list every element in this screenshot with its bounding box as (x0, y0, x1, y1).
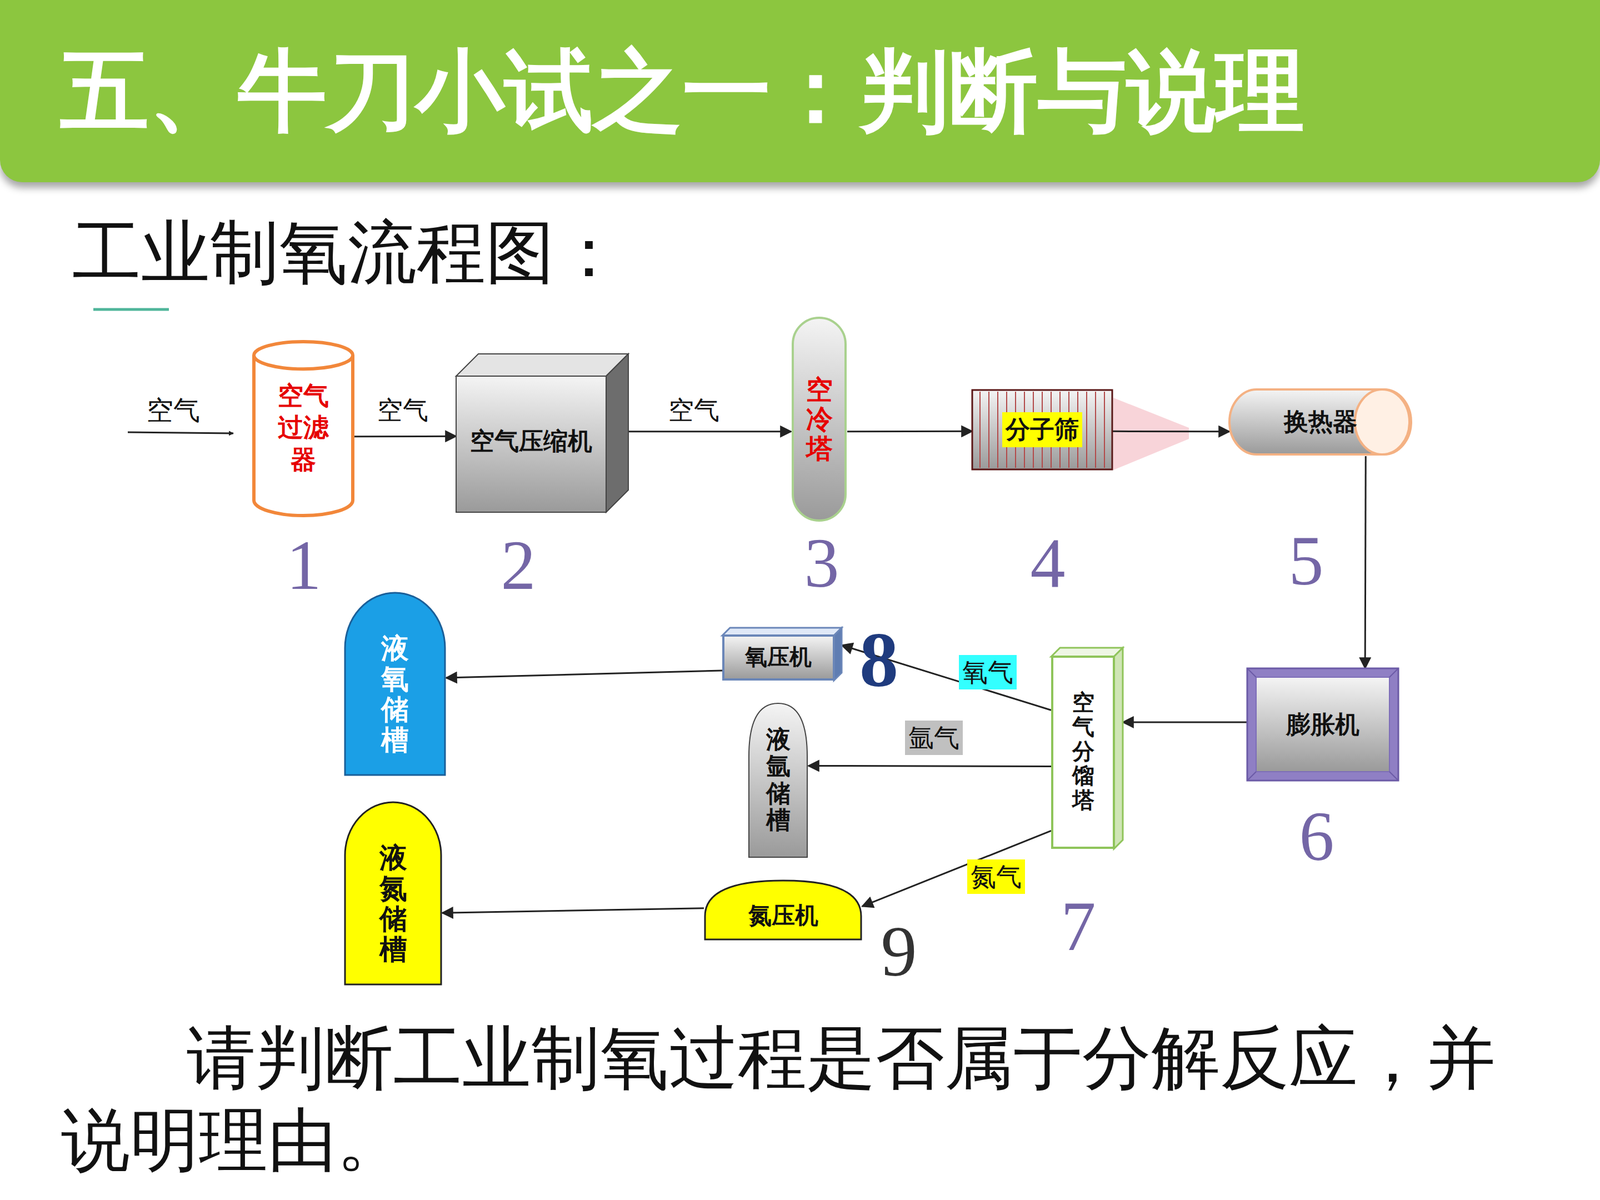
shape-part (1247, 771, 1257, 781)
label-stack: 氧压机 (745, 641, 812, 673)
process-unit: 空冷塔 (791, 316, 848, 523)
process-unit: 空气压缩机 (456, 353, 629, 513)
flow-arrow (446, 670, 723, 678)
process-unit: 氧压机 (722, 627, 842, 681)
label-stack: 氮压机 (748, 900, 819, 932)
process-unit: 液氩储槽 (747, 702, 809, 858)
unit-label: 液氮储槽 (379, 842, 408, 965)
process-unit: 换热器 (1229, 387, 1412, 457)
shape-part (722, 627, 842, 636)
edge-label: 空气 (373, 392, 432, 428)
shape-part (1051, 647, 1123, 657)
label-stack: 膨胀机 (1286, 708, 1360, 742)
edge-label: 氩气 (905, 720, 963, 755)
shape-part (1256, 677, 1390, 772)
process-unit: 空气过滤器 (252, 340, 355, 516)
flow-label: 空气 (146, 396, 200, 424)
callout-number: 1 (286, 530, 322, 601)
shape-part (988, 391, 990, 468)
unit-label: 液氧储槽 (381, 633, 409, 756)
shape-part (1247, 668, 1257, 678)
shape-part (253, 341, 353, 369)
edge-label: 氧气 (958, 655, 1017, 690)
page-title: 五、牛刀小试之一：判断与说理 (60, 46, 1305, 136)
unit-label: 液氩储槽 (766, 726, 791, 834)
shape-part (705, 880, 862, 940)
unit-label: 空气分馏塔 (1072, 690, 1095, 813)
process-unit: 氮压机 (703, 879, 863, 941)
label-stack: 液氧储槽 (381, 633, 409, 756)
flow-arrow (862, 830, 1052, 907)
shape-part (979, 391, 981, 468)
shape-part (792, 317, 846, 521)
sub-underline (93, 308, 169, 312)
flow-arrow (1122, 721, 1248, 723)
process-unit: 空气分馏塔 (1051, 647, 1123, 849)
unit-label: 空冷塔 (806, 375, 833, 463)
callout-number: 6 (1299, 801, 1335, 872)
shape-part (345, 592, 445, 775)
callout-number: 4 (1030, 528, 1066, 599)
edge-label: 空气 (665, 392, 723, 428)
shape-part (1103, 391, 1105, 468)
flow-arrow (808, 765, 1052, 767)
process-unit: 膨胀机 (1247, 668, 1399, 781)
edge-label: 氮气 (967, 859, 1025, 894)
shape-part (972, 390, 1113, 470)
shape-part (997, 391, 999, 468)
process-unit: 液氧储槽 (343, 591, 447, 775)
sieve-shadow (1113, 397, 1189, 470)
flow-arrow (354, 435, 457, 438)
sub-heading: 工业制氧流程图： (72, 217, 624, 287)
shape-part (1229, 389, 1412, 455)
unit-label: 分子筛 (1002, 412, 1083, 448)
process-unit: 分子筛 (972, 390, 1113, 470)
callout-number: 2 (501, 530, 537, 601)
shape-part (748, 703, 808, 858)
unit-label: 膨胀机 (1286, 708, 1360, 742)
callout-number: 5 (1288, 526, 1324, 597)
air-inlet-line (127, 432, 234, 434)
label-stack: 空气压缩机 (470, 425, 593, 458)
unit-label: 氮压机 (748, 900, 819, 932)
shape-part (606, 353, 629, 513)
unit-label: 空气过滤器 (276, 380, 331, 477)
question-text: 请判断工业制氧过程是否属于分解反应，并说明理由。 (61, 1016, 1550, 1182)
shape-part (345, 802, 442, 985)
unit-label: 氧压机 (745, 641, 812, 673)
shape-part (1052, 656, 1114, 848)
callout-number: 9 (881, 915, 918, 988)
callout-number: 3 (804, 528, 840, 599)
flow-arrow (1365, 456, 1366, 669)
label-stack: 空气过滤器 (276, 380, 331, 477)
shape-part (1086, 391, 1088, 468)
label-stack: 液氩储槽 (766, 726, 791, 834)
callout-number: 7 (1061, 891, 1097, 962)
shape-part (723, 635, 834, 680)
shape-part (1247, 668, 1399, 781)
shape-part (456, 376, 607, 513)
flow-arrow (628, 430, 792, 433)
label-stack: 液氮储槽 (379, 842, 408, 965)
unit-label: 空气压缩机 (470, 425, 593, 458)
flow-arrow (1112, 430, 1230, 433)
shape-part (1355, 389, 1410, 455)
label-stack: 空冷塔 (806, 375, 833, 463)
label-stack: 分子筛 (1002, 412, 1083, 448)
shape-part (1113, 647, 1123, 849)
shape-part (456, 353, 629, 377)
label-stack: 空气分馏塔 (1072, 690, 1095, 813)
shape-part (253, 355, 353, 516)
shape-part (1095, 391, 1097, 468)
shape-part (1389, 771, 1399, 781)
shape-part (833, 627, 842, 681)
process-unit: 液氮储槽 (343, 801, 443, 985)
shape-part (1389, 668, 1399, 678)
unit-label: 换热器 (1283, 405, 1358, 439)
label-stack: 换热器 (1283, 405, 1358, 439)
flow-arrow (847, 430, 973, 433)
callout-number: 8 (859, 621, 899, 699)
flow-arrow (442, 908, 704, 914)
